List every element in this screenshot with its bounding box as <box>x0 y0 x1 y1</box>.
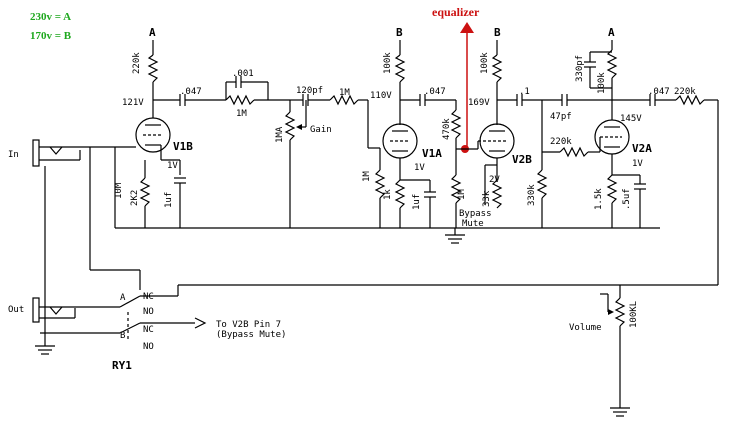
label-330k: 330k <box>527 184 537 206</box>
label-v1b-cathode-v: 1V <box>167 161 178 171</box>
label-relay-b: B <box>120 331 125 341</box>
label-coupling-cap-4: .047 <box>648 87 670 97</box>
label-coupling-cap-2: .047 <box>424 87 446 97</box>
stage-v2a <box>584 40 719 285</box>
label-coupling-cap-1: .047 <box>180 87 202 97</box>
label-1m-c: 1M <box>362 171 372 182</box>
label-coupling-cap-3: .1 <box>519 87 530 97</box>
label-gain: Gain <box>310 125 332 135</box>
label-100kl: 100KL <box>629 301 639 328</box>
label-v1b-plate-resistor: 220k <box>132 52 142 74</box>
label-1m-a: 1M <box>236 109 247 119</box>
label-relay-nc-2: NC <box>143 325 154 335</box>
label-1m-d: 1M <box>457 189 467 200</box>
label-470k: 470k <box>442 118 452 140</box>
label-1k: 1k <box>383 189 393 200</box>
equalizer-arrow-icon <box>460 22 474 33</box>
label-120pf: 120pf <box>296 86 323 96</box>
label-relay-no-1: NO <box>143 307 154 317</box>
label-2k2: 2K2 <box>130 190 140 206</box>
equalizer-label: equalizer <box>432 5 480 19</box>
legend-b: 170v = B <box>30 30 72 42</box>
label-1-5k: 1.5k <box>594 188 604 210</box>
rail-label-v1b: A <box>149 26 156 39</box>
label-v2b-plate-resistor: 100k <box>480 52 490 74</box>
label-volume: Volume <box>569 323 602 333</box>
label-1m-b: 1M <box>339 88 350 98</box>
stage-v2b <box>477 40 612 228</box>
label-v2b-cathode-v: 2V <box>489 175 500 185</box>
tube-v2b: V2B <box>512 153 532 166</box>
label-bypass-mute-note: (Bypass Mute) <box>216 330 286 340</box>
label-v1a-cathode-v: 1V <box>414 163 425 173</box>
label-relay-id: RY1 <box>112 359 132 372</box>
tube-v2a: V2A <box>632 142 652 155</box>
label-47pf: 47pf <box>550 112 572 122</box>
label-5uf: .5uf <box>622 188 632 210</box>
stage-v1b <box>135 40 380 228</box>
label-1uf-v1a: 1uf <box>412 194 422 210</box>
output-jack-relay <box>32 284 718 355</box>
label-gain-pot: 1MA <box>275 126 285 143</box>
label-bright-cap: .001 <box>232 69 254 79</box>
label-330pf: 330pf <box>575 55 585 82</box>
label-relay-nc-1: NC <box>143 292 154 302</box>
label-relay-a: A <box>120 293 126 303</box>
rail-label-v1a: B <box>396 26 403 39</box>
tube-v1b: V1B <box>173 140 193 153</box>
label-33k: 33k <box>482 190 492 207</box>
label-v2b-plate-voltage: 169V <box>468 98 490 108</box>
label-v2a-plate-voltage: 145V <box>620 114 642 124</box>
label-v2a-cathode-v: 1V <box>632 159 643 169</box>
label-v1a-plate-voltage: 110V <box>370 91 392 101</box>
label-mute: Mute <box>462 219 484 229</box>
label-10m: 10M <box>114 182 124 199</box>
legend-a: 230v = A <box>30 11 71 23</box>
label-v1a-plate-resistor: 100k <box>383 52 393 74</box>
label-bypass: Bypass <box>459 209 492 219</box>
label-v2a-plate-resistor: 100k <box>597 72 607 94</box>
label-v1b-plate-voltage: 121V <box>122 98 144 108</box>
label-to-v2b-pin: To V2B Pin 7 <box>216 320 281 330</box>
label-1uf-v1b: 1uf <box>164 192 174 208</box>
label-220k-b: 220k <box>674 87 696 97</box>
label-in: In <box>8 150 19 160</box>
tube-v1a: V1A <box>422 147 442 160</box>
label-out: Out <box>8 305 24 315</box>
input-jack <box>32 139 141 340</box>
volume-pot <box>600 285 630 417</box>
stage-v1a <box>374 40 478 228</box>
rail-label-v2a: A <box>608 26 615 39</box>
label-220k-a: 220k <box>550 137 572 147</box>
rail-label-v2b: B <box>494 26 501 39</box>
label-relay-no-2: NO <box>143 342 154 352</box>
